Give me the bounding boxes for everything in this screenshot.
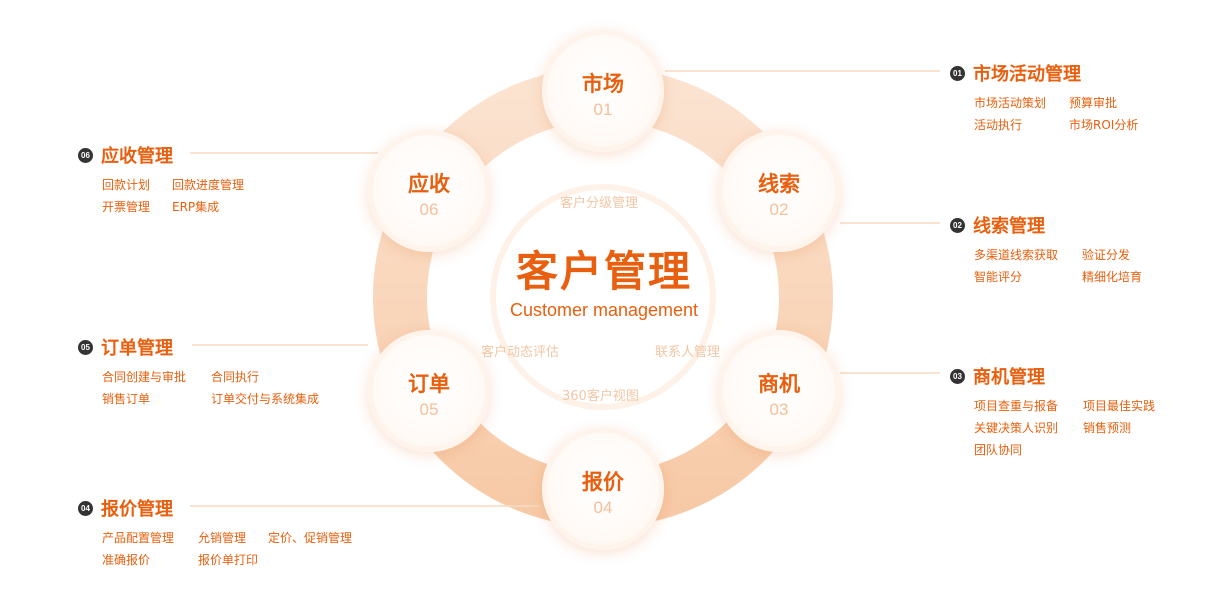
panel-item: 精细化培育 [1082, 270, 1143, 284]
node-receivable[interactable]: 应收 06 [368, 130, 490, 252]
number-badge: 03 [950, 368, 965, 384]
node-name: 线索 [758, 172, 800, 196]
node-number: 01 [593, 100, 613, 119]
panel-item: ERP集成 [172, 200, 220, 214]
panel-order: 05 订单管理 合同创建与审批 合同执行 销售订单 订单交付与系统集成 [78, 334, 319, 408]
panel-item: 智能评分 [974, 270, 1023, 284]
node-opportunity[interactable]: 商机 03 [718, 330, 840, 452]
panel-item: 准确报价 [102, 553, 151, 567]
sublabel-360-view: 360客户视图 [562, 389, 639, 404]
panel-item: 回款进度管理 [172, 178, 245, 192]
panel-item: 回款计划 [102, 178, 151, 192]
panel-item: 允销管理 [198, 531, 247, 545]
panel-item: 关键决策人识别 [974, 421, 1059, 435]
panel-item: 产品配置管理 [102, 531, 175, 545]
panel-item: 预算审批 [1069, 96, 1118, 110]
panel-title: 商机管理 [973, 367, 1045, 388]
panel-item: 合同执行 [211, 370, 260, 384]
panel-item: 项目查重与报备 [974, 399, 1059, 413]
inner-faint-ring [490, 184, 716, 410]
center-title: 客户管理 [515, 247, 692, 296]
center-subtitle: Customer management [509, 300, 699, 320]
panel-opportunity: 03 商机管理 项目查重与报备 项目最佳实践 关键决策人识别 销售预测 团队协同 [950, 363, 1155, 459]
node-name: 应收 [408, 172, 450, 196]
number-badge: 02 [950, 217, 965, 233]
panel-item: 订单交付与系统集成 [211, 392, 320, 406]
number-badge: 01 [950, 65, 965, 81]
node-leads[interactable]: 线索 02 [718, 130, 840, 252]
panel-title: 线索管理 [973, 216, 1045, 237]
node-number: 04 [593, 498, 613, 517]
number-badge: 05 [78, 339, 93, 355]
panel-item: 活动执行 [974, 118, 1023, 132]
sublabel-customer-grading: 客户分级管理 [560, 196, 639, 211]
panel-title: 应收管理 [101, 146, 173, 167]
node-name: 市场 [582, 72, 624, 96]
number-badge: 04 [78, 500, 93, 516]
panel-title: 订单管理 [101, 338, 173, 359]
inner-disc [428, 122, 778, 472]
panel-item: 团队协同 [974, 443, 1023, 457]
panel-item: 销售预测 [1083, 421, 1132, 435]
node-name: 商机 [758, 372, 800, 396]
node-name: 报价 [582, 470, 624, 494]
panel-item: 定价、促销管理 [268, 531, 353, 545]
panel-quote: 04 报价管理 产品配置管理 允销管理 定价、促销管理 准确报价 报价单打印 [78, 495, 352, 569]
panel-item: 报价单打印 [198, 553, 259, 567]
node-market[interactable]: 市场 01 [542, 30, 664, 152]
sublabel-dynamic-evaluation: 客户动态评估 [481, 345, 560, 360]
panel-item: 市场ROI分析 [1069, 118, 1139, 132]
panel-receivable: 06 应收管理 回款计划 回款进度管理 开票管理 ERP集成 [78, 142, 244, 216]
panel-leads: 02 线索管理 多渠道线索获取 验证分发 智能评分 精细化培育 [950, 212, 1142, 286]
panel-item: 多渠道线索获取 [974, 248, 1059, 262]
panel-title: 报价管理 [101, 499, 173, 520]
panel-title: 市场活动管理 [973, 64, 1081, 85]
number-badge: 06 [78, 147, 93, 163]
node-quote[interactable]: 报价 04 [542, 428, 664, 550]
panel-item: 销售订单 [102, 392, 151, 406]
panel-item: 合同创建与审批 [102, 370, 187, 384]
panel-item: 市场活动策划 [974, 96, 1047, 110]
node-order[interactable]: 订单 05 [368, 330, 490, 452]
panel-market-activity: 01 市场活动管理 市场活动策划 预算审批 活动执行 市场ROI分析 [950, 60, 1138, 134]
node-name: 订单 [408, 372, 450, 396]
panel-item: 验证分发 [1082, 248, 1131, 262]
node-number: 02 [769, 200, 789, 219]
node-number: 03 [769, 400, 789, 419]
node-number: 06 [419, 200, 439, 219]
node-number: 05 [419, 400, 439, 419]
panel-item: 开票管理 [102, 200, 151, 214]
panel-item: 项目最佳实践 [1083, 399, 1156, 413]
sublabel-contact-management: 联系人管理 [655, 345, 721, 360]
